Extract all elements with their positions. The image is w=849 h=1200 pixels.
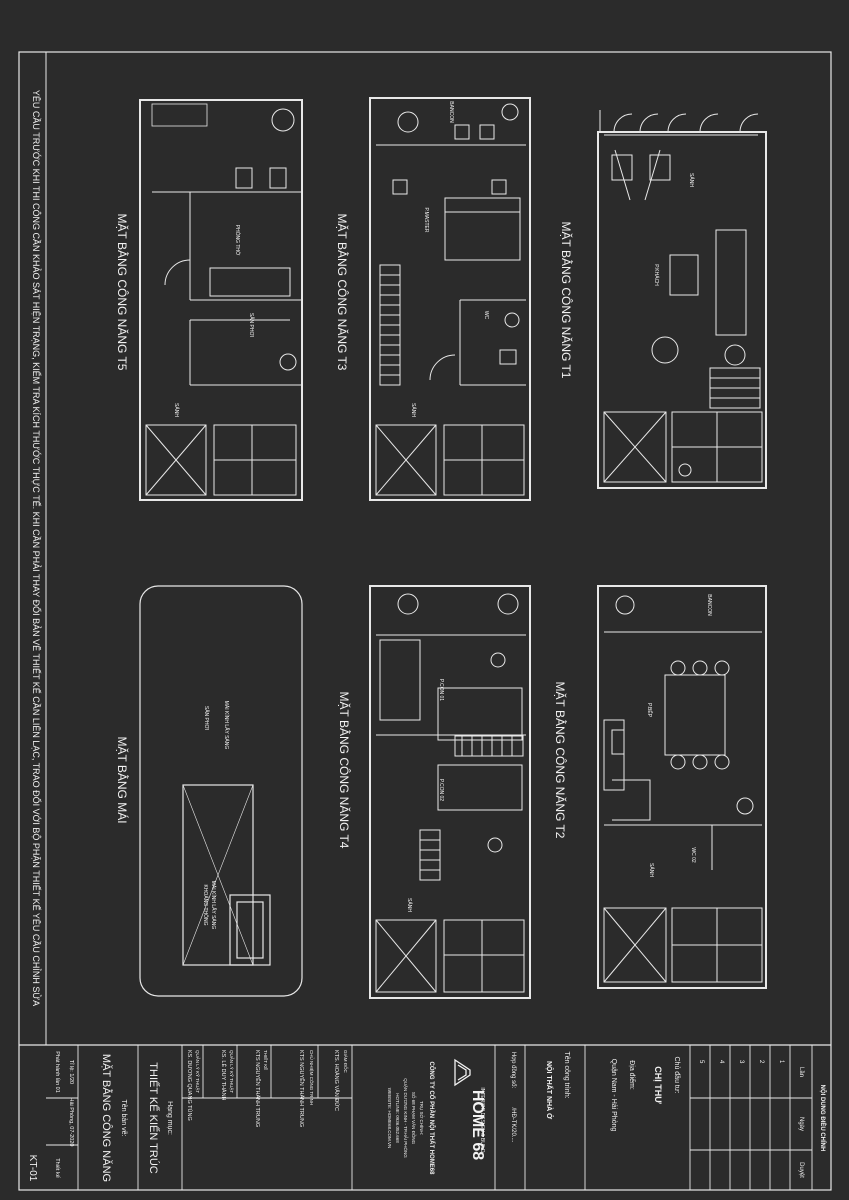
room-label: P.CON 01 [438,679,444,701]
company-tagline: INTERIOR DESIGN & BUILD [479,1087,485,1153]
drawing-name: MẶT BẰNG CÔNG NĂNG [100,1054,113,1182]
rev-number: 2 [758,1060,764,1064]
rev-number: 5 [698,1060,704,1064]
room-label: BANCON [448,101,454,123]
company-brand: HOME 68 [469,1090,486,1160]
staff-role: QUẢN LÝ KỸ THUẬT [195,1050,201,1093]
room-label: PHÒNG THỜ [234,225,241,256]
staff-role: THIẾT KẾ [263,1050,269,1070]
company-line: QUẬN DƯƠNG KINH - TP.HẢI PHÒNG [403,1078,409,1158]
category-label: Hạng mục: [166,1101,173,1135]
plan-title-t3: MẶT BẰNG CÔNG NĂNG T3 [335,214,350,371]
plan-t2 [597,585,767,989]
general-note: YÊU CẦU TRƯỚC KHI THI CÔNG CẦN KHẢO SÁT … [31,90,42,1006]
plan-title-t4: MẶT BẰNG CÔNG NĂNG T4 [337,692,352,849]
date: Hải Phòng, 07-2020 [68,1098,74,1147]
staff-role: CHỦ NHIỆM CÔNG TRÌNH [309,1050,316,1105]
room-label: SẢNH [688,173,695,187]
company-line: SỐ 68 PHẠM VĂN ĐỒNG [411,1092,417,1145]
room-label: SÂN PHƠI [248,313,255,337]
plan-t4 [369,585,531,999]
title-block-text: NỘI DUNG ĐIỀU CHỈNH Lần Ngày Duyệt 1 2 3… [27,1050,827,1182]
staff-role: QUẢN LÝ KỸ THUẬT [229,1050,235,1093]
room-label: SẢNH [410,403,417,417]
room-label: WC 02 [690,847,696,863]
owner-label: Chủ đầu tư: [673,1057,682,1094]
owner-name: CHỊ THƯ [653,1066,663,1104]
rev-header-ngay: Ngày [798,1117,804,1131]
company-logo [454,1058,471,1087]
room-label: SẢNH [406,898,413,912]
rev-header-lan: Lần [798,1067,804,1077]
staff-name: KTS. HOÀNG VĂN ĐỨC [333,1050,340,1111]
rev-header-duyet: Duyệt [798,1162,804,1178]
plan-title-t5: MẶT BẰNG CÔNG NĂNG T5 [115,214,130,371]
rev-number: 1 [778,1060,784,1064]
room-labels: PHÒNG THỜ SÂN PHƠI SẢNH P.MASTER WC BANC… [173,101,712,929]
room-label: MÁI KÍNH LẤY SÁNG [223,701,230,750]
room-label: MÁI KÍNH LẤY SÁNG [210,881,217,930]
plan-title-t1: MẶT BẰNG CÔNG NĂNG T1 [559,222,574,379]
room-label: P.CON 02 [438,779,444,801]
company-line: WEBSITE: HOME68.COM.VN [387,1088,392,1149]
revisions-title: NỘI DUNG ĐIỀU CHỈNH [819,1085,827,1152]
staff-name: KS. DƯƠNG QUANG TÙNG [186,1050,193,1121]
room-label: BANCON [706,594,712,616]
room-label: SẢNH [173,403,180,417]
room-label: SẢNH [648,863,655,877]
sheet-number: KT-01 [27,1155,38,1182]
staff-name: KTS NGUYỄN THÀNH TRUNG [254,1050,261,1127]
drawing-label: Tên bản vẽ: [120,1100,127,1137]
location: Quận Nam - Hải Phòng [610,1059,617,1132]
room-label: SÂN PHƠI [203,706,210,730]
issue: Phát hành lần 01 [54,1051,60,1093]
category-name: THIẾT KẾ KIẾN TRÚC [147,1062,160,1174]
plan-title-t2: MẶT BẰNG CÔNG NĂNG T2 [553,682,568,839]
staff-role: GIÁM ĐỐC [343,1050,349,1074]
company-line: TRỤ SỞ CHÍNH: [419,1101,425,1135]
staff-name: KS. LÊ DUY THÀNH [220,1050,228,1101]
company-name: CÔNG TY CỔ PHẦN NỘI THẤT HOME68 [428,1062,436,1176]
room-label: KHOẢNG THÔNG [202,884,209,925]
company-line: HOTLINE: 0936.052.668 [395,1093,400,1143]
room-label: P.MASTER [423,208,429,233]
room-label: WC [483,311,489,320]
rev-number: 4 [718,1060,724,1064]
contract-number: /HĐ-TK/20.... [510,1107,516,1142]
plan-title-mai: MẶT BẰNG MÁI [115,736,130,823]
rev-number: 3 [738,1060,744,1064]
project-name: NỘI THẤT NHÀ Ở [545,1061,555,1119]
room-label: P.KHÁCH [653,264,660,286]
room-label: P.BẾP [646,703,653,718]
plan-titles: MẶT BẰNG CÔNG NĂNG T5 MẶT BẰNG CÔNG NĂNG… [115,214,574,849]
contract-label: Hợp đồng số: [510,1052,516,1089]
outer-frame [18,51,832,1191]
plan-mai [139,585,303,997]
project-label: Tên công trình: [563,1051,570,1098]
staff-name: KTS NGUYỄN THÀNH TRUNG [298,1050,305,1127]
scale: Tỉ lệ: 1/20 [68,1060,75,1084]
location-label: Địa điểm: [628,1060,636,1090]
plan-t5 [139,99,303,501]
plan-t3 [369,97,531,501]
designer: Thiết kế [54,1158,60,1178]
plan-t1 [597,110,767,489]
title-block-grid [46,1045,813,1190]
